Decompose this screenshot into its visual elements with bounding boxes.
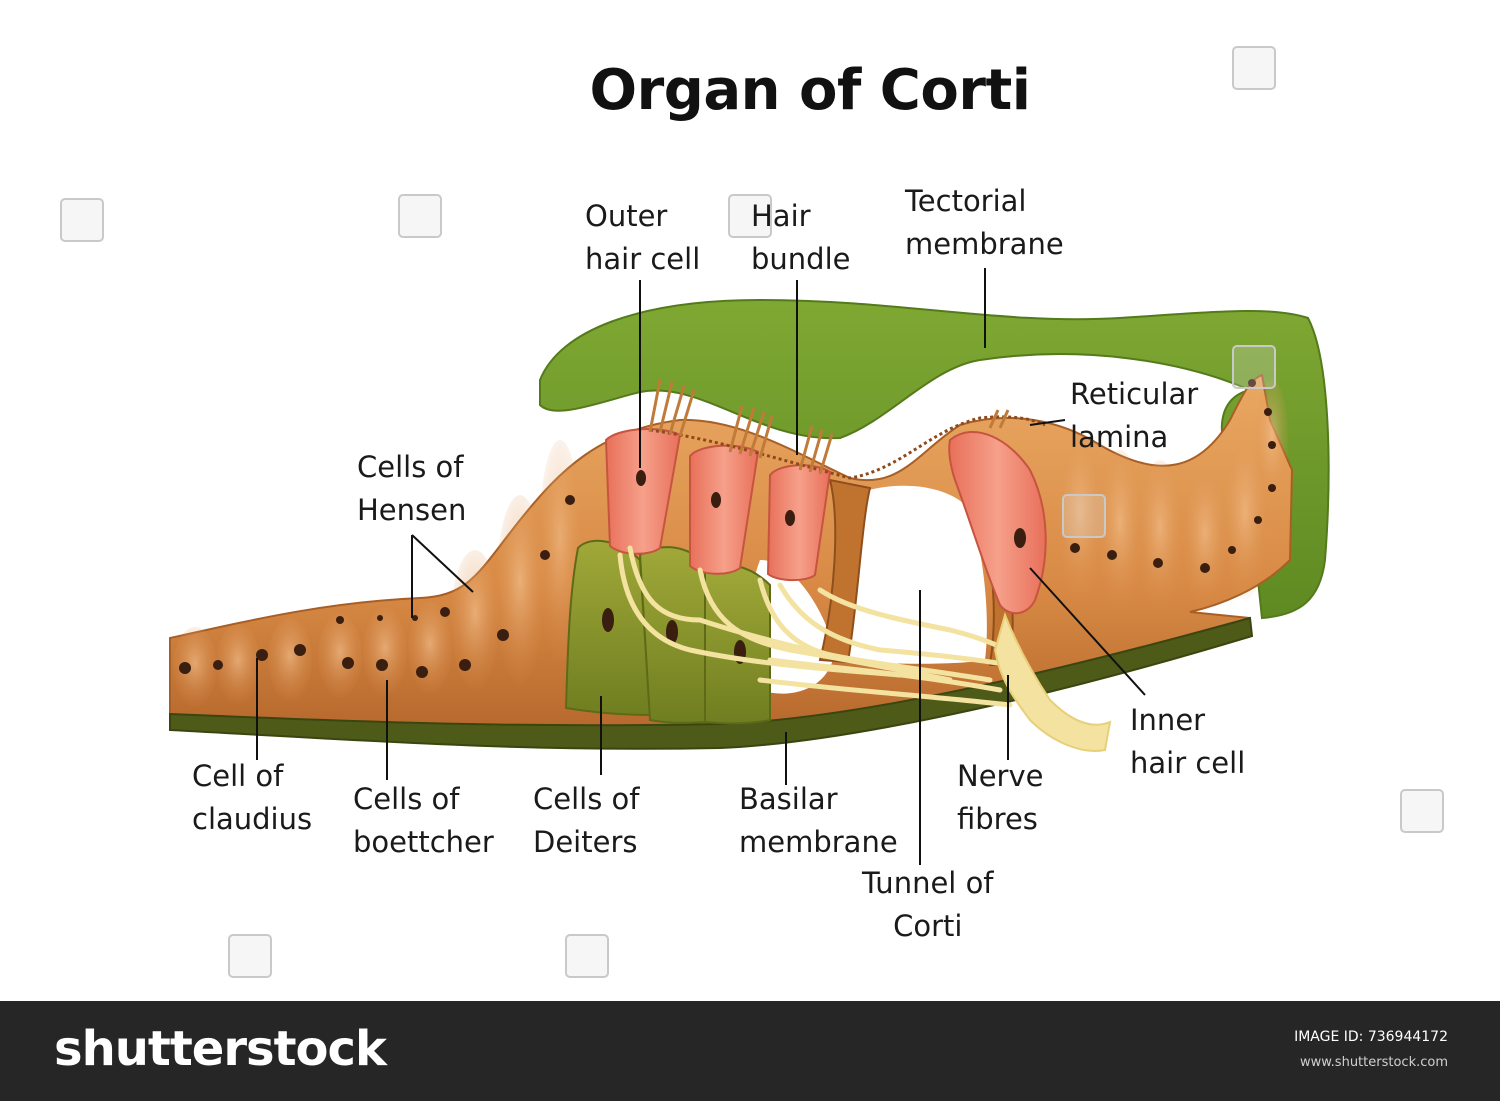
- cell-columns: [173, 380, 1288, 707]
- inner-hair-cell-nucleus: [1014, 528, 1026, 548]
- nerve-bundle: [993, 611, 1112, 752]
- image-id-text: IMAGE ID: 736944172: [1294, 1029, 1448, 1045]
- diagram-title: Organ of Corti: [589, 58, 1031, 123]
- outer-hair-cells: [604, 427, 832, 582]
- watermark-icon: [60, 198, 104, 242]
- footer-url-link[interactable]: www.shutterstock.com: [1299, 1055, 1448, 1070]
- watermark-icon: [1232, 46, 1276, 90]
- leader-lines: [256, 268, 1146, 865]
- brand-logo: shutterstock: [54, 1021, 387, 1077]
- tectorial-membrane: [539, 298, 1330, 620]
- hair-bundles: [648, 379, 1010, 475]
- watermark-icon: [1232, 345, 1276, 389]
- organ-of-corti-illustration: [169, 268, 1330, 865]
- stock-footer-bar: shutterstock IMAGE ID: 736944172 www.shu…: [0, 1001, 1500, 1101]
- watermark-icon: [1062, 494, 1106, 538]
- inner-hair-cell-shape: [948, 430, 1047, 615]
- nerve-fibres-shape: [617, 545, 1023, 708]
- watermark-icon: [728, 194, 772, 238]
- watermark-icon: [565, 934, 609, 978]
- watermark-icon: [1400, 789, 1444, 833]
- watermark-icon: [398, 194, 442, 238]
- watermark-icon: [228, 934, 272, 978]
- deiters-cells: [564, 539, 771, 725]
- tunnel-cavity: [839, 485, 987, 664]
- cell-nuclei: [179, 379, 1276, 678]
